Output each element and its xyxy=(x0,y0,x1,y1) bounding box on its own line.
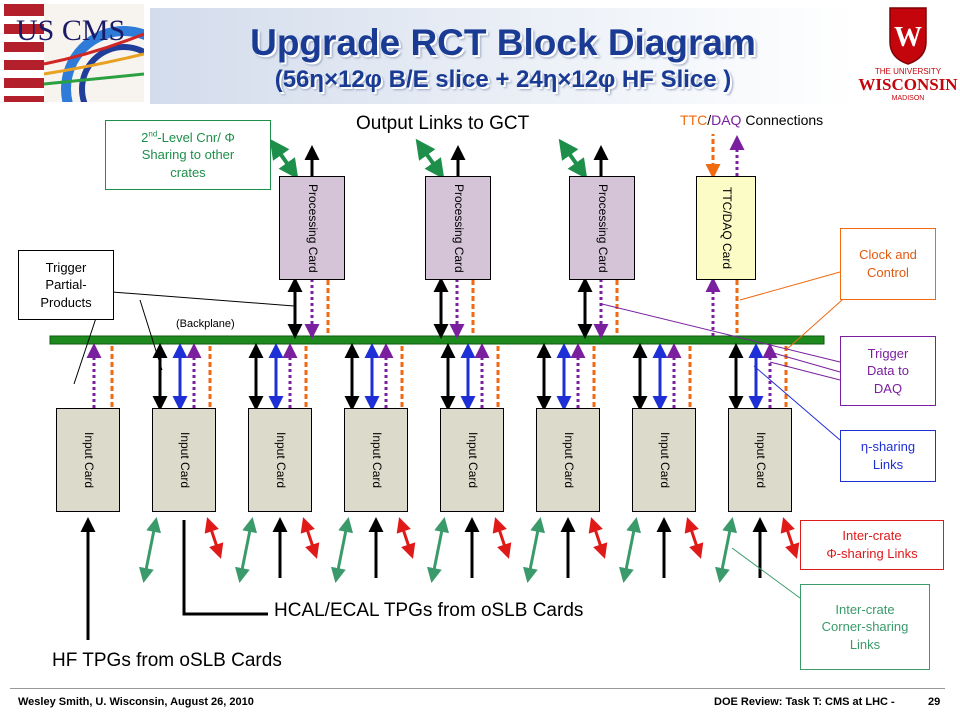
input-7-corner-link xyxy=(618,517,642,583)
inter-crate-phi-line2: Φ-sharing Links xyxy=(826,546,918,561)
input-2-phi-link xyxy=(204,517,224,559)
inter-crate-corner-line3: Links xyxy=(849,636,881,652)
clock-control-line1: Clock and xyxy=(859,247,917,263)
uscms-logo: US CMS xyxy=(4,4,187,152)
uw-crest-letter: W xyxy=(894,22,922,53)
input-card-1-label: Input Card xyxy=(81,431,96,489)
input-card-7-label: Input Card xyxy=(657,431,672,489)
footer-review: DOE Review: Task T: CMS at LHC - xyxy=(714,696,895,708)
input-3-phi-link xyxy=(300,517,320,559)
input-card-5-label: Input Card xyxy=(465,431,480,489)
second-level-line1-rest: -Level Cnr/ Φ xyxy=(157,129,235,145)
ttc-daq-card[interactable]: TTC/DAQ Card xyxy=(696,176,756,280)
uw-logo-line1: THE UNIVERSITY xyxy=(875,67,942,76)
trigger-data-line1: Trigger xyxy=(867,345,909,361)
ttc-daq-connections-label: TTC/DAQ Connections xyxy=(680,112,823,128)
input-card-4-label: Input Card xyxy=(369,431,384,489)
hf-tpg-label: HF TPGs from oSLB Cards xyxy=(52,650,282,671)
uscms-logo-text: US CMS xyxy=(16,14,125,47)
uw-logo-line2: WISCONSIN xyxy=(858,75,958,94)
input-4-phi-link xyxy=(396,517,416,559)
input-card-6-label: Input Card xyxy=(561,431,576,489)
input-6-phi-link xyxy=(588,517,608,559)
input-card-3-label: Input Card xyxy=(273,431,288,489)
input-card-5[interactable]: Input Card xyxy=(440,408,504,512)
second-level-sup: nd xyxy=(148,129,158,139)
backplane-label: (Backplane) xyxy=(176,318,235,330)
connections-word: Connections xyxy=(741,112,824,128)
footer-page-number: 29 xyxy=(928,696,941,708)
daq-word: DAQ xyxy=(711,112,742,128)
hcal-ecal-label: HCAL/ECAL TPGs from oSLB Cards xyxy=(274,600,584,621)
processing-card-2[interactable]: Processing Card xyxy=(425,176,491,280)
second-level-line1: 2 xyxy=(141,129,149,145)
input-8-corner-link xyxy=(714,517,738,583)
trigger-data-line3: DAQ xyxy=(873,380,903,396)
title-bar: Upgrade RCT Block Diagram (56η×12φ B/E s… xyxy=(150,8,856,104)
input-8-phi-link xyxy=(780,517,800,559)
footer-author: Wesley Smith, U. Wisconsin, August 26, 2… xyxy=(18,696,254,708)
trigger-data-line2: Data to xyxy=(867,363,909,379)
input-4-corner-link xyxy=(330,517,354,583)
uw-logo-line3: MADISON xyxy=(892,95,925,102)
uw-madison-logo: W THE UNIVERSITY WISCONSIN MADISON xyxy=(858,4,958,102)
trigger-partial-line2: Partial- xyxy=(45,277,87,293)
input-card-2[interactable]: Input Card xyxy=(152,408,216,512)
input-3-corner-link xyxy=(234,517,258,583)
hcal-ecal-bus-line xyxy=(182,520,268,616)
eta-sharing-line1: η-sharing xyxy=(860,439,916,455)
input-card-links xyxy=(86,343,800,583)
input-2-corner-link xyxy=(138,517,162,583)
slash-word: / xyxy=(707,112,712,128)
input-card-2-label: Input Card xyxy=(177,431,192,489)
input-7-phi-link xyxy=(684,517,704,559)
backplane-bar xyxy=(49,335,825,345)
processing-card-3[interactable]: Processing Card xyxy=(569,176,635,280)
processing-card-2-label: Processing Card xyxy=(451,183,466,273)
inter-crate-corner-line2: Corner-sharing xyxy=(821,619,909,635)
inter-crate-phi-line1: Inter-crate xyxy=(842,528,902,544)
footer-divider xyxy=(10,688,945,689)
second-level-line2: Sharing to other xyxy=(141,147,235,163)
input-6-corner-link xyxy=(522,517,546,583)
input-card-8[interactable]: Input Card xyxy=(728,408,792,512)
page-subtitle: (56η×12φ B/E slice + 24η×12φ HF Slice ) xyxy=(274,66,732,93)
input-card-4[interactable]: Input Card xyxy=(344,408,408,512)
input-card-8-label: Input Card xyxy=(753,431,768,489)
processing-card-3-label: Processing Card xyxy=(595,183,610,273)
input-5-corner-link xyxy=(426,517,450,583)
input-card-1[interactable]: Input Card xyxy=(56,408,120,512)
second-level-line3: crates xyxy=(170,164,206,180)
input-card-6[interactable]: Input Card xyxy=(536,408,600,512)
ttc-daq-card-label: TTC/DAQ Card xyxy=(719,186,734,269)
output-links-label: Output Links to GCT xyxy=(356,113,530,134)
processing-card-1-label: Processing Card xyxy=(305,183,320,273)
processing-card-links xyxy=(269,134,745,339)
trigger-partial-line3: Products xyxy=(40,294,92,310)
input-card-3[interactable]: Input Card xyxy=(248,408,312,512)
input-card-7[interactable]: Input Card xyxy=(632,408,696,512)
clock-control-line2: Control xyxy=(867,265,909,280)
processing-card-1[interactable]: Processing Card xyxy=(279,176,345,280)
page-title: Upgrade RCT Block Diagram xyxy=(250,22,756,63)
input-5-phi-link xyxy=(492,517,512,559)
eta-sharing-line2: Links xyxy=(872,457,904,472)
ttc-word: TTC xyxy=(680,112,708,128)
trigger-partial-line1: Trigger xyxy=(45,259,87,275)
inter-crate-corner-line1: Inter-crate xyxy=(835,601,895,617)
